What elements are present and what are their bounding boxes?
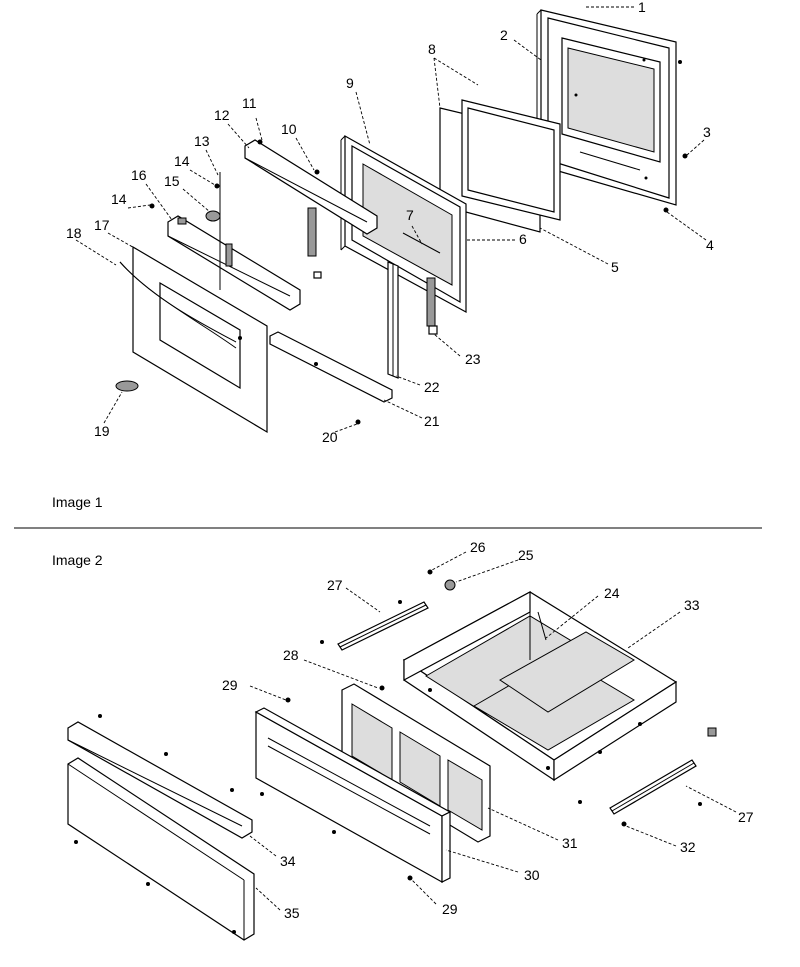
callout-16: 16 <box>131 167 147 183</box>
callout-32: 32 <box>680 839 696 855</box>
callout-18: 18 <box>66 225 82 241</box>
callout-8: 8 <box>428 41 436 57</box>
part-knob <box>205 210 221 222</box>
part-drawer-box <box>402 590 678 782</box>
part-roller <box>444 579 456 591</box>
callout-22: 22 <box>424 379 440 395</box>
image1-oven-door-assembly <box>75 6 707 434</box>
leader-lines-image2 <box>249 551 737 911</box>
part-door-stop <box>115 380 139 392</box>
callout-24: 24 <box>604 585 620 601</box>
callout-31: 31 <box>562 835 578 851</box>
callout-17: 17 <box>94 217 110 233</box>
callout-23: 23 <box>465 351 481 367</box>
callout-14-upper: 14 <box>174 153 190 169</box>
callout-26: 26 <box>470 539 486 555</box>
callout-15: 15 <box>164 173 180 189</box>
image1-caption: Image 1 <box>52 494 103 510</box>
callout-4: 4 <box>706 237 714 253</box>
part-drawer-panel <box>67 757 255 941</box>
callout-27-lower: 27 <box>738 809 754 825</box>
part-window-glass <box>439 99 561 233</box>
callout-1: 1 <box>638 0 646 15</box>
callout-19: 19 <box>94 423 110 439</box>
callout-labels: 1 2 3 4 5 6 7 8 9 10 11 12 13 14 14 15 1… <box>66 0 754 921</box>
part-top-rail <box>244 139 378 235</box>
part-drawer-front <box>254 707 452 884</box>
callout-35: 35 <box>284 905 300 921</box>
callout-25: 25 <box>518 547 534 563</box>
part-drawer-slides <box>337 601 697 815</box>
part-drawer-trim <box>67 721 253 839</box>
callout-10: 10 <box>281 121 297 137</box>
part-bottom-rail <box>269 331 393 403</box>
callout-5: 5 <box>611 259 619 275</box>
callout-3: 3 <box>703 124 711 140</box>
callout-7: 7 <box>406 207 414 223</box>
callout-14-lower: 14 <box>111 191 127 207</box>
callout-21: 21 <box>424 413 440 429</box>
part-outer-door <box>119 245 268 434</box>
callout-30: 30 <box>524 867 540 883</box>
callout-29-lower: 29 <box>442 901 458 917</box>
callout-29-upper: 29 <box>222 677 238 693</box>
screws-image1 <box>149 60 688 425</box>
part-door-liner <box>536 9 677 206</box>
callout-13: 13 <box>194 133 210 149</box>
part-roller-right <box>707 727 717 737</box>
callout-28: 28 <box>283 647 299 663</box>
callout-12: 12 <box>214 107 230 123</box>
image2-drawer-assembly <box>67 551 737 941</box>
callout-33: 33 <box>684 597 700 613</box>
part-hinges <box>307 207 438 335</box>
image2-caption: Image 2 <box>52 552 103 568</box>
callout-9: 9 <box>346 75 354 91</box>
screws-image2 <box>74 569 702 934</box>
callout-27-upper: 27 <box>327 577 343 593</box>
part-inner-bracket <box>167 215 301 311</box>
leader-lines-image1 <box>75 6 707 433</box>
callout-34: 34 <box>280 853 296 869</box>
callout-6: 6 <box>519 231 527 247</box>
callout-11: 11 <box>242 95 257 111</box>
callout-20: 20 <box>322 429 338 445</box>
callout-2: 2 <box>500 27 508 43</box>
part-side-channel <box>387 261 399 379</box>
